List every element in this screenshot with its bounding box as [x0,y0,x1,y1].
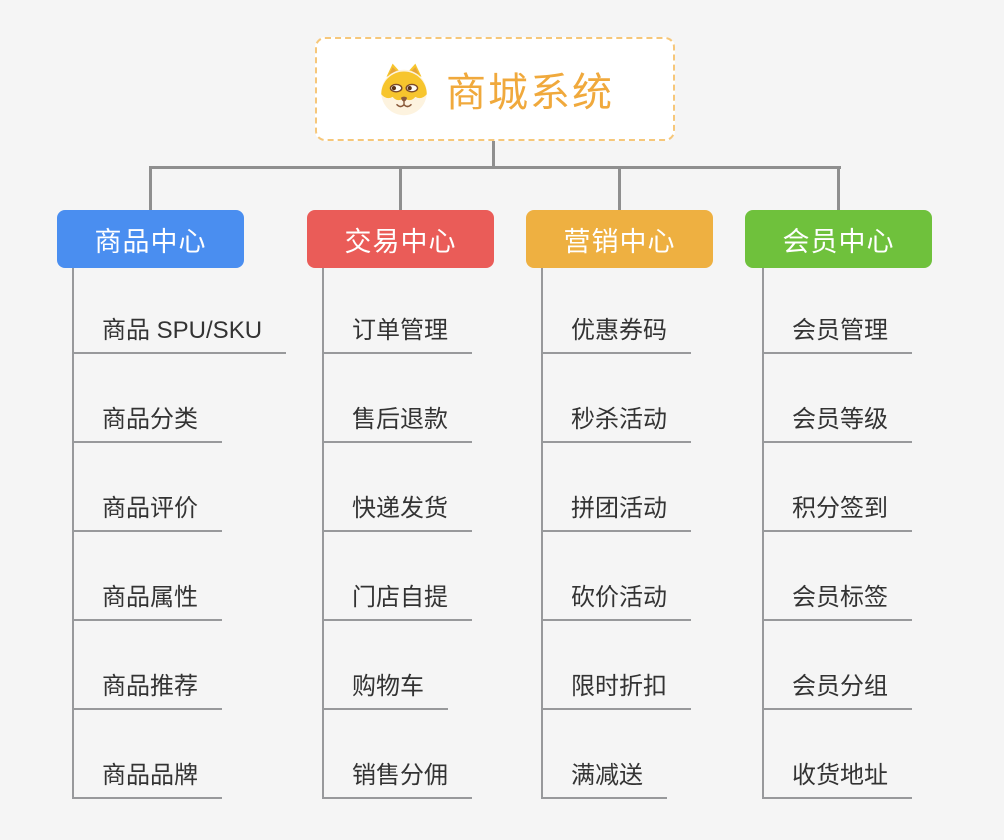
branch-spine [72,268,74,799]
leaf-topic-node[interactable]: 商品分类 [72,354,222,443]
branch-node-product-center[interactable]: 商品中心 [57,210,244,268]
branch-label: 商品中心 [94,226,207,257]
leaf-topic-node[interactable]: 拼团活动 [541,443,691,532]
dog-face-icon [381,63,427,116]
branch-children-member-center: 会员管理 会员等级 积分签到 会员标签 会员分组 收货地址 [762,265,912,799]
leaf-topic-node[interactable]: 积分签到 [762,443,912,532]
branch-label: 交易中心 [344,226,457,257]
leaf-topic-node[interactable]: 商品推荐 [72,621,222,710]
leaf-topic-node[interactable]: 商品 SPU/SKU [72,265,287,354]
leaf-topic-node[interactable]: 订单管理 [322,265,472,354]
leaf-topic-node[interactable]: 秒杀活动 [541,354,691,443]
leaf-topic-node[interactable]: 会员管理 [762,265,912,354]
connector-drop-marketing [618,169,621,210]
root-topic-node[interactable]: 商城系统 [315,37,675,141]
branch-node-member-center[interactable]: 会员中心 [745,210,932,268]
connector-root-drop [492,141,495,166]
branch-children-product-center: 商品 SPU/SKU 商品分类 商品评价 商品属性 商品推荐 商品品牌 [72,265,287,799]
branch-label: 营销中心 [563,226,676,257]
leaf-topic-node[interactable]: 售后退款 [322,354,472,443]
leaf-topic-node[interactable]: 满减送 [541,710,667,799]
branch-node-marketing-center[interactable]: 营销中心 [526,210,713,268]
leaf-topic-node[interactable]: 砍价活动 [541,532,691,621]
leaf-topic-node[interactable]: 商品属性 [72,532,222,621]
branch-children-marketing-center: 优惠券码 秒杀活动 拼团活动 砍价活动 限时折扣 满减送 [541,265,691,799]
connector-drop-trade [399,169,402,210]
leaf-topic-node[interactable]: 会员等级 [762,354,912,443]
branch-node-trade-center[interactable]: 交易中心 [307,210,494,268]
branch-children-trade-center: 订单管理 售后退款 快递发货 门店自提 购物车 销售分佣 [322,265,472,799]
branch-spine [541,268,543,799]
leaf-topic-node[interactable]: 销售分佣 [322,710,472,799]
leaf-topic-node[interactable]: 商品品牌 [72,710,222,799]
leaf-topic-node[interactable]: 优惠券码 [541,265,691,354]
connector-bus [149,166,841,169]
root-topic-title: 商城系统 [446,71,614,115]
connector-drop-product [149,169,152,210]
leaf-topic-node[interactable]: 收货地址 [762,710,912,799]
leaf-topic-node[interactable]: 会员标签 [762,532,912,621]
leaf-topic-node[interactable]: 限时折扣 [541,621,691,710]
branch-spine [322,268,324,799]
branch-label: 会员中心 [782,226,895,257]
branch-spine [762,268,764,799]
leaf-topic-node[interactable]: 门店自提 [322,532,472,621]
leaf-topic-node[interactable]: 购物车 [322,621,448,710]
connector-drop-member [837,169,840,210]
leaf-topic-node[interactable]: 会员分组 [762,621,912,710]
leaf-topic-node[interactable]: 商品评价 [72,443,222,532]
leaf-topic-node[interactable]: 快递发货 [322,443,472,532]
